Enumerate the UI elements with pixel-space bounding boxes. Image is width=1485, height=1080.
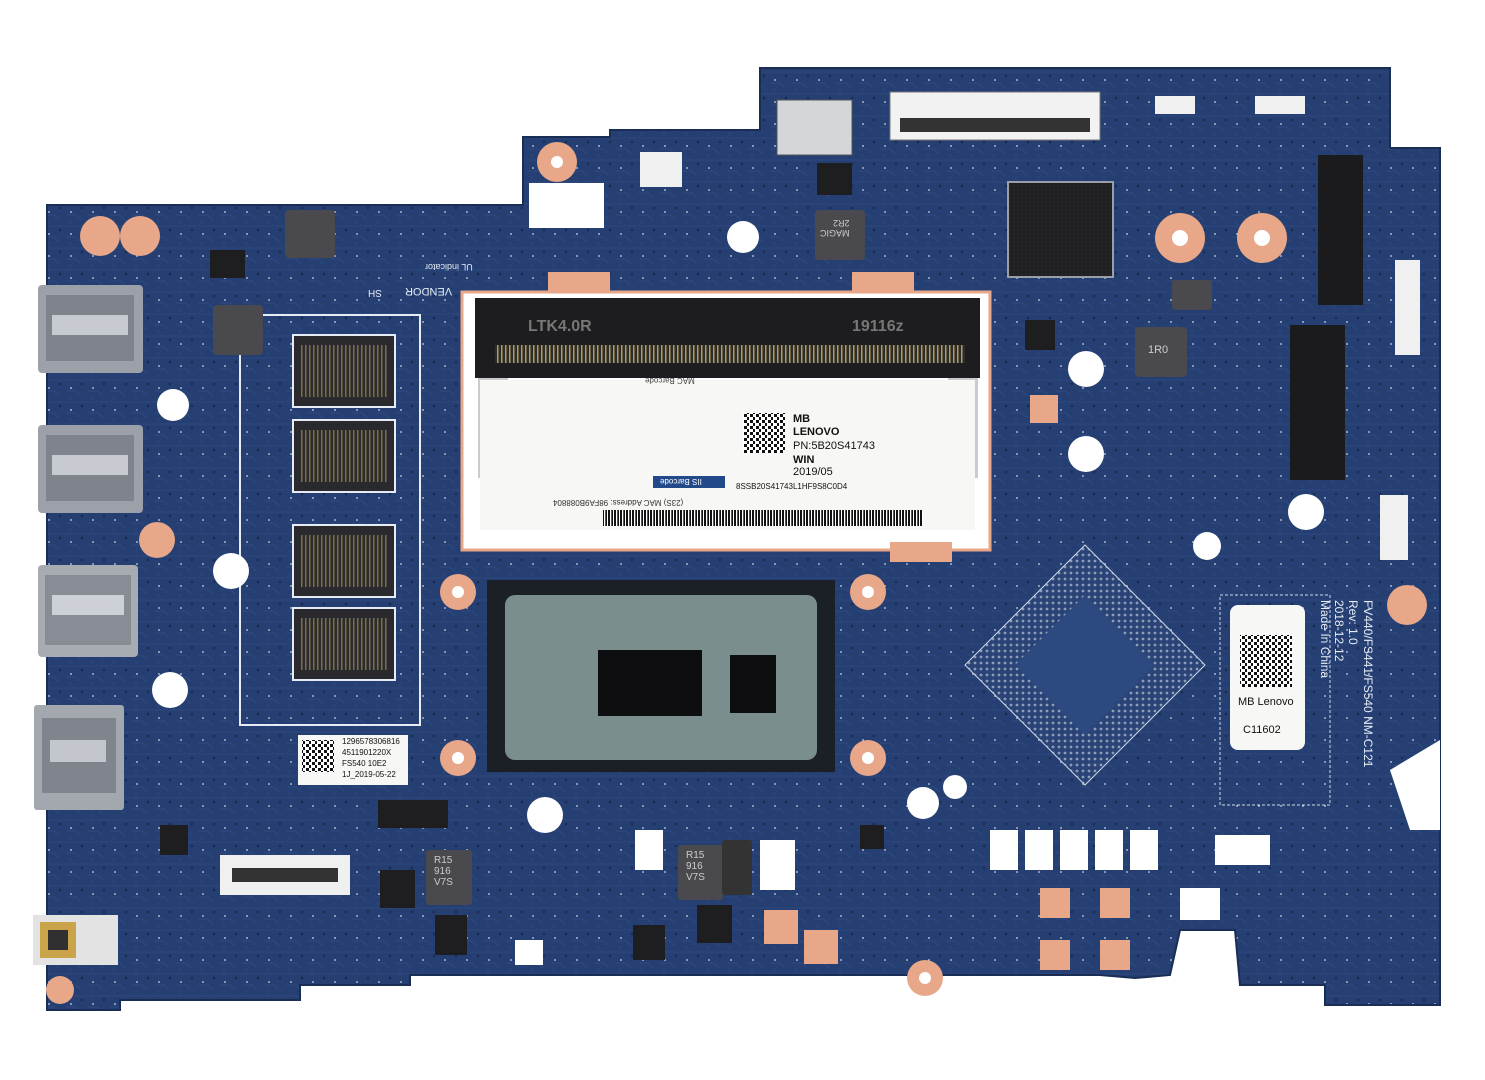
m2-slot-1	[1318, 155, 1363, 305]
sh-text: SH	[368, 287, 382, 298]
vendor-text: VENDOR	[405, 285, 453, 297]
inductor-magic-text: MAGIC 2R2	[820, 218, 850, 238]
inductor-r15-text-1: R15 916 V7S	[434, 855, 453, 888]
white-label-line2: 4511901220X	[342, 748, 392, 757]
usb-port-1	[38, 285, 143, 373]
hdmi-port	[34, 705, 124, 810]
mb-label-line5: 2019/05	[793, 466, 833, 478]
usb-port-2	[38, 425, 143, 513]
board-model-text: FV440/FS441/FS540 NM-C121	[1361, 600, 1375, 768]
dimm-marking-right: 19116z	[852, 318, 904, 335]
board-date-text: 2018-12-12	[1332, 600, 1346, 662]
cpu-die-small	[730, 655, 776, 713]
mb-label-line4: WIN	[793, 454, 815, 466]
ul-indicator-text: UL indicator	[425, 262, 473, 272]
mb-label-barcode-tag: IIS Barcode	[660, 477, 702, 487]
edp-connector	[889, 91, 1101, 141]
small-label-code: C11602	[1243, 724, 1281, 736]
barcode-strip	[603, 510, 923, 526]
cpu-die-large	[598, 650, 702, 716]
white-label-line4: 1J_2019-05-22	[342, 770, 396, 779]
mb-label-line2: LENOVO	[793, 426, 840, 438]
board-origin-text: Made In China	[1318, 600, 1332, 679]
small-label-title: MB Lenovo	[1238, 696, 1294, 708]
dimm-marking-left: LTK4.0R	[528, 318, 592, 335]
small-qr	[1240, 635, 1292, 687]
m2-slot-2	[1290, 325, 1345, 480]
audio-jack	[33, 915, 118, 965]
inductor-r15-text-2: R15 916 V7S	[686, 850, 705, 883]
qr-code	[743, 413, 785, 453]
inductor-1r0-text: 1R0	[1148, 344, 1169, 356]
mb-label-line3: PN:5B20S41743	[793, 440, 875, 452]
white-label-line1: 1296578306816	[342, 737, 400, 746]
ec-chip	[1007, 181, 1114, 278]
mb-label-mac: (23S) MAC Address: 98FA9B088804	[553, 498, 684, 508]
usb-port-3	[38, 565, 138, 657]
mb-label-sticker	[480, 380, 975, 530]
mb-label-serial: 8SSB20S41743L1HF9S8C0D4	[736, 482, 848, 491]
mac-barcode-caption: MAC Barcode	[645, 376, 695, 386]
mb-label-line1: MB	[793, 413, 811, 425]
board-rev-text: Rev: 1.0	[1346, 600, 1360, 645]
usb-c-port	[776, 99, 853, 156]
white-label-line3: FS540 10E2	[342, 759, 387, 768]
